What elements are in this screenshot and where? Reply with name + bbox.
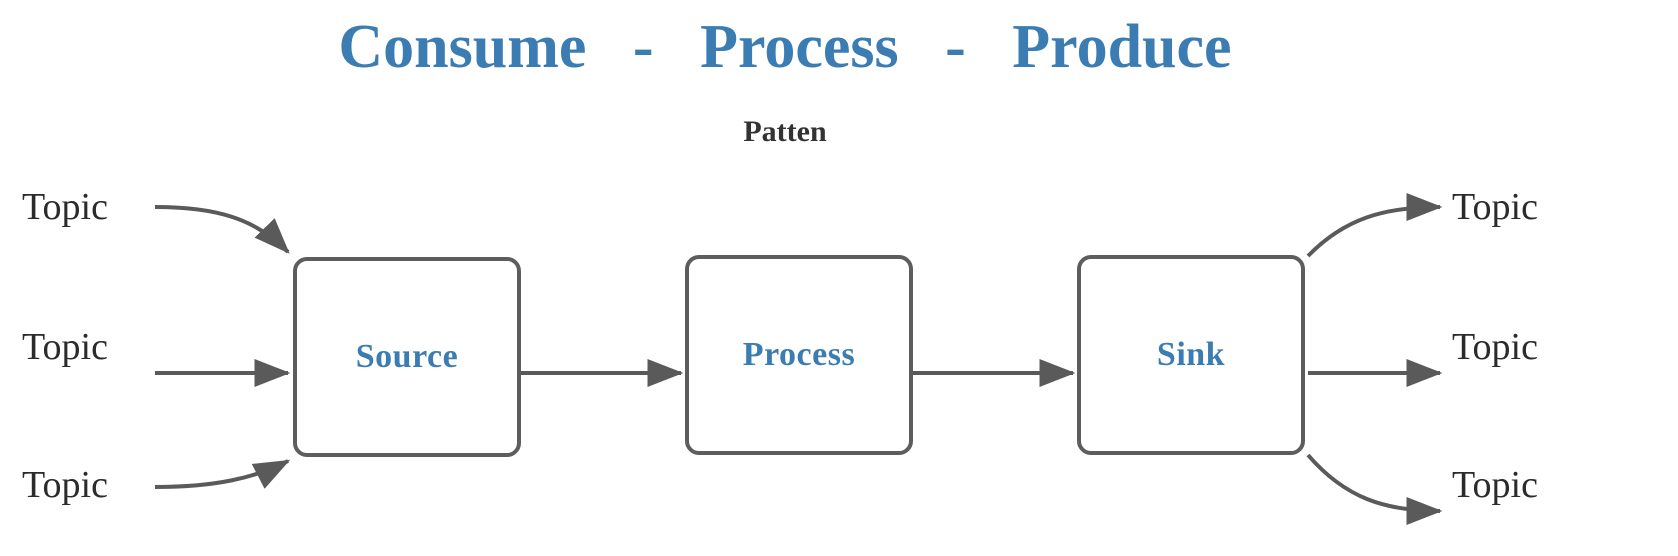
output-topic-3: Topic <box>1452 464 1538 506</box>
input-topic-2: Topic <box>22 326 108 368</box>
edge-topic1-to-source <box>154 205 290 254</box>
edge-topic3-to-source <box>154 459 291 489</box>
node-process[interactable]: Process <box>685 255 913 455</box>
node-sink[interactable]: Sink <box>1077 255 1305 455</box>
page-subtitle: Patten <box>743 115 827 148</box>
output-topic-2: Topic <box>1452 326 1538 368</box>
node-sink-label: Sink <box>1156 336 1226 373</box>
output-topic-1: Topic <box>1452 186 1538 228</box>
node-source-label: Source <box>355 338 459 375</box>
node-process-label: Process <box>742 336 856 373</box>
node-source[interactable]: Source <box>293 257 521 457</box>
edge-sink-to-topic1 <box>1306 193 1443 258</box>
input-topic-1: Topic <box>22 186 108 228</box>
edge-sink-to-topic3 <box>1306 453 1443 525</box>
input-topic-3: Topic <box>22 464 108 506</box>
page-title: Consume - Process - Produce <box>338 13 1232 81</box>
